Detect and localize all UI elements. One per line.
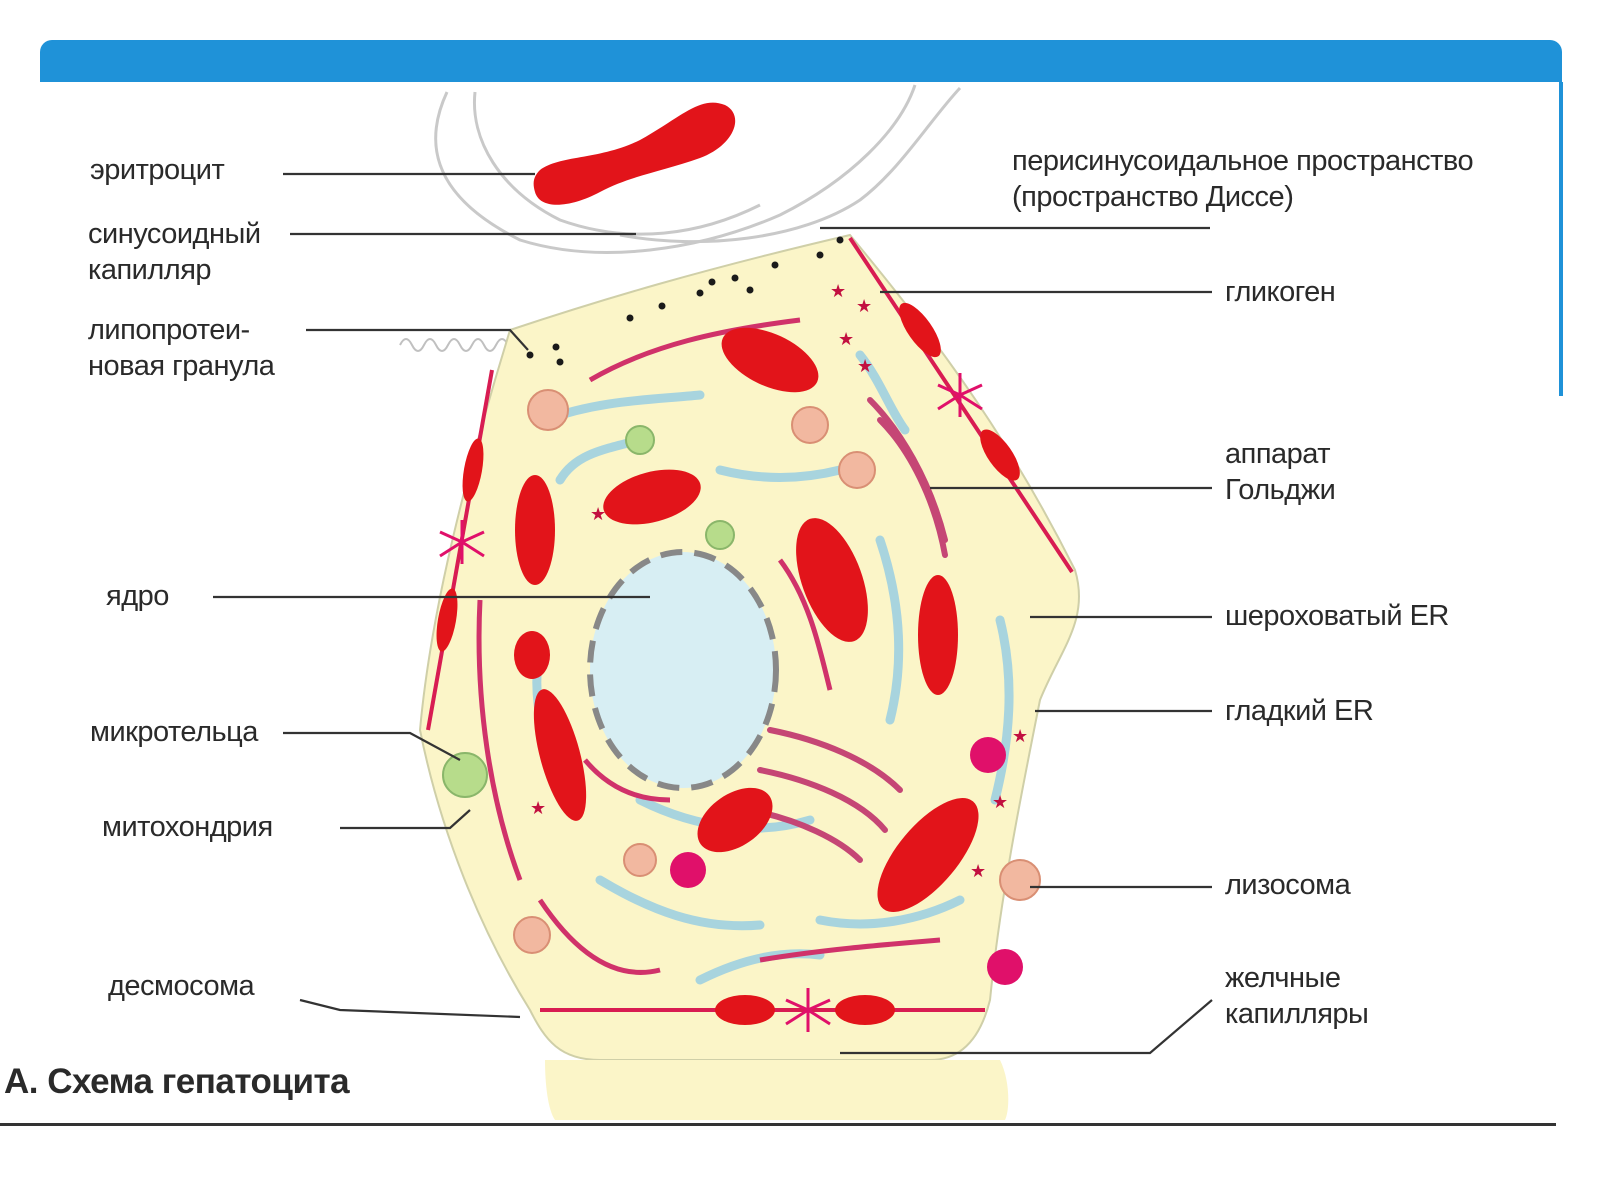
svg-text:★: ★ — [992, 792, 1008, 813]
lysosomes — [513, 389, 1041, 954]
header-bar — [40, 40, 1562, 82]
svg-text:★: ★ — [856, 296, 872, 317]
svg-text:★: ★ — [590, 504, 606, 525]
lipoprotein-granules: ★★★ ★★★ ★★★ — [530, 281, 1028, 882]
pink-granules — [670, 737, 1023, 985]
leader-lines — [213, 172, 1213, 1055]
label-lysosome: лизосома — [1225, 869, 1351, 901]
label-smooth-er: гладкий ER — [1225, 695, 1374, 727]
label-mitochondrion: митохондрия — [102, 811, 273, 843]
label-golgi-apparatus: аппарат Гольджи — [1225, 438, 1336, 506]
sinusoid-capillary-outline — [434, 84, 962, 254]
label-erythrocyte: эритроцит — [90, 154, 225, 186]
label-nucleus: ядро — [106, 580, 169, 612]
label-bile-capillaries: желчные капилляры — [1225, 962, 1369, 1030]
svg-text:★: ★ — [838, 329, 854, 350]
desmosome-shapes — [436, 302, 1020, 1025]
label-disse-space: перисинусоидальное пространство (простра… — [1012, 145, 1474, 213]
desmosome-junctions — [439, 373, 983, 1032]
svg-text:★: ★ — [530, 798, 546, 819]
label-lipoprotein-granule: липопротеи- новая гранула — [88, 314, 275, 382]
svg-text:★: ★ — [830, 281, 846, 302]
glycogen-granules — [526, 236, 844, 366]
mitochondria — [514, 327, 979, 912]
svg-text:★: ★ — [857, 356, 873, 377]
label-microbodies: микротельца — [90, 716, 258, 748]
label-sinusoid-capillary: синусоидный капилляр — [88, 218, 261, 286]
nucleus-shape — [587, 549, 779, 791]
erythrocyte-shape — [533, 102, 736, 205]
label-rough-er: шероховатый ER — [1225, 600, 1449, 632]
bottom-rule — [0, 1123, 1556, 1126]
label-glycogen: гликоген — [1225, 276, 1336, 308]
microbodies — [442, 425, 735, 798]
rough-er — [476, 317, 941, 975]
adjacent-cell-lower — [545, 1060, 1009, 1120]
figure-caption: А. Схема гепатоцита — [4, 1062, 350, 1101]
svg-text:★: ★ — [970, 861, 986, 882]
frame-right-edge — [1559, 82, 1563, 396]
label-desmosome: десмосома — [108, 970, 255, 1002]
golgi-apparatus — [747, 397, 948, 863]
svg-text:★: ★ — [1012, 726, 1028, 747]
